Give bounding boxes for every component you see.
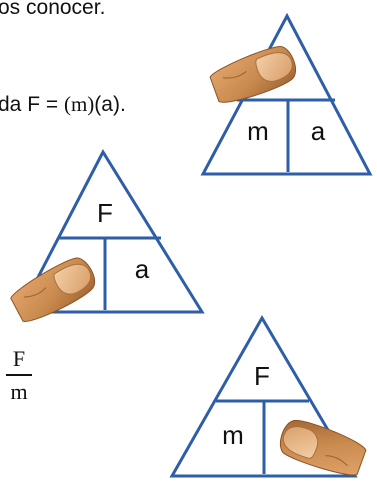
triangle-label-top: F — [254, 361, 270, 391]
triangle-label-left: m — [247, 116, 269, 146]
triangle-label-left: m — [222, 420, 244, 450]
triangle-middle-left: F a — [8, 152, 202, 327]
triangle-top-right: m a — [203, 16, 370, 174]
triangle-label-top: F — [97, 198, 113, 228]
triangle-label-right: a — [311, 116, 326, 146]
triangle-label-right: a — [135, 254, 150, 284]
triangle-bottom-right: F m — [172, 318, 368, 481]
